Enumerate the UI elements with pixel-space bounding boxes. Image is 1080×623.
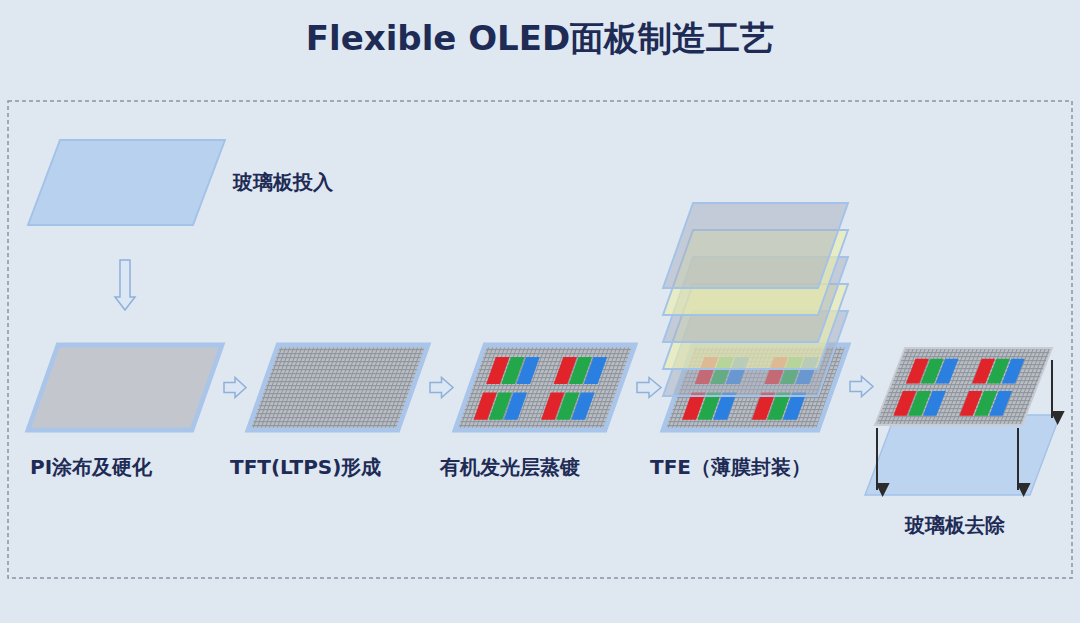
panel-layer <box>28 345 222 430</box>
panel-illustration <box>28 345 222 430</box>
step-label: 玻璃板去除 <box>905 513 1005 537</box>
process-step: PI涂布及硬化 <box>28 345 222 430</box>
flow-arrow <box>115 260 135 310</box>
process-step: TFE（薄膜封装） <box>663 345 848 430</box>
step-label: TFT(LTPS)形成 <box>230 455 381 479</box>
panel-illustration <box>248 345 428 430</box>
step-label: TFE（薄膜封装） <box>650 455 811 479</box>
subpixel <box>504 393 527 420</box>
process-step: 玻璃板投入 <box>28 140 225 225</box>
panel-layer <box>865 415 1060 495</box>
flow-arrow <box>430 378 453 398</box>
flow-arrow <box>637 378 661 398</box>
step-label: 有机发光层蒸镀 <box>440 455 580 479</box>
process-step: 有机发光层蒸镀 <box>455 345 635 430</box>
subpixel <box>1002 359 1025 384</box>
subpixel <box>571 393 594 420</box>
subpixel <box>923 391 946 416</box>
step-label: 玻璃板投入 <box>233 170 333 194</box>
panel-layer <box>248 345 428 430</box>
removal-arrow <box>876 428 878 490</box>
title: Flexible OLED面板制造工艺 <box>0 16 1080 62</box>
panel-layer <box>455 345 635 430</box>
flow-arrow <box>850 377 873 397</box>
step-label: PI涂布及硬化 <box>30 455 152 479</box>
subpixel <box>516 357 539 384</box>
process-step: TFT(LTPS)形成 <box>248 345 428 430</box>
removal-arrow <box>1017 428 1019 490</box>
panel-layer <box>663 203 848 288</box>
panel-layer <box>875 348 1052 425</box>
panel-layer <box>28 140 225 225</box>
process-step: 玻璃板去除 <box>875 348 1052 425</box>
panel-illustration <box>455 345 635 430</box>
panel-illustration <box>875 348 1052 425</box>
subpixel <box>989 391 1012 416</box>
subpixel <box>584 357 607 384</box>
removal-arrow <box>1051 360 1053 418</box>
dashed-frame <box>8 101 1072 578</box>
panel-illustration <box>663 345 848 430</box>
flow-arrow <box>224 378 246 398</box>
subpixel <box>936 359 959 384</box>
panel-illustration <box>28 140 225 225</box>
